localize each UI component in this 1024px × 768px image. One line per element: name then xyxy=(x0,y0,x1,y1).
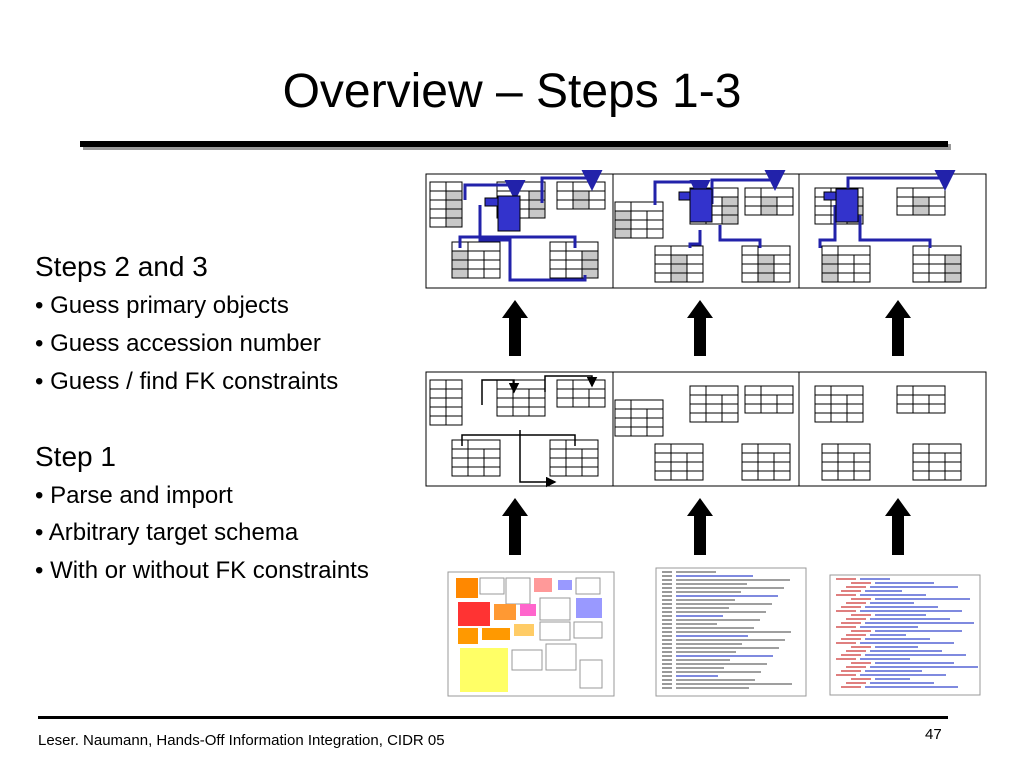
step-1-heading: Step 1 xyxy=(35,441,116,472)
schema-table xyxy=(821,443,871,481)
slide-title: Overview – Steps 1-3 xyxy=(282,65,742,118)
schema-table xyxy=(821,245,871,283)
schema-table xyxy=(556,181,606,210)
up-arrow xyxy=(687,300,713,356)
schema-table xyxy=(429,181,463,228)
up-arrow xyxy=(502,300,528,356)
page-number: 47 xyxy=(925,726,942,743)
step-1-bullet-1: • Parse and import xyxy=(35,482,233,509)
upward-arrows xyxy=(502,300,911,555)
schema-table xyxy=(654,245,704,283)
step-1-bullet-2: • Arbitrary target schema xyxy=(35,519,299,546)
steps-2-3-bullet-3: • Guess / find FK constraints xyxy=(35,368,339,395)
schema-table xyxy=(614,399,664,437)
schema-table xyxy=(744,187,794,216)
schema-table xyxy=(744,385,794,414)
source-graph-document xyxy=(447,571,615,697)
top-fk-arrows xyxy=(458,170,956,282)
up-arrow xyxy=(885,498,911,555)
schema-table xyxy=(429,379,463,426)
primary-object-markers xyxy=(484,188,859,232)
schema-table xyxy=(549,439,599,477)
bottom-fk-arrows xyxy=(461,375,598,488)
schema-table xyxy=(556,379,606,408)
schema-table xyxy=(689,385,739,423)
schema-table xyxy=(912,443,962,481)
schema-table xyxy=(614,201,664,239)
footer-citation: Leser. Naumann, Hands-Off Information In… xyxy=(38,732,445,749)
top-tables xyxy=(429,181,962,283)
schema-table xyxy=(912,245,962,283)
title-rule xyxy=(80,141,948,147)
schema-table xyxy=(896,385,946,414)
up-arrow xyxy=(502,498,528,555)
schema-table xyxy=(896,187,946,216)
source-xml-document xyxy=(829,574,981,696)
footer-rule xyxy=(38,716,948,719)
schema-table xyxy=(814,385,864,423)
schema-table xyxy=(451,439,501,477)
steps-2-3-heading: Steps 2 and 3 xyxy=(35,251,208,282)
schema-table xyxy=(741,443,791,481)
schema-table xyxy=(496,379,546,417)
bottom-tables xyxy=(429,379,962,481)
source-text-document xyxy=(655,567,807,697)
schema-table xyxy=(654,443,704,481)
schema-table xyxy=(741,245,791,283)
steps-2-3-bullet-1: • Guess primary objects xyxy=(35,292,289,319)
up-arrow xyxy=(687,498,713,555)
steps-2-3-bullet-2: • Guess accession number xyxy=(35,330,321,357)
step-1-bullet-3: • With or without FK constraints xyxy=(35,557,369,584)
up-arrow xyxy=(885,300,911,356)
